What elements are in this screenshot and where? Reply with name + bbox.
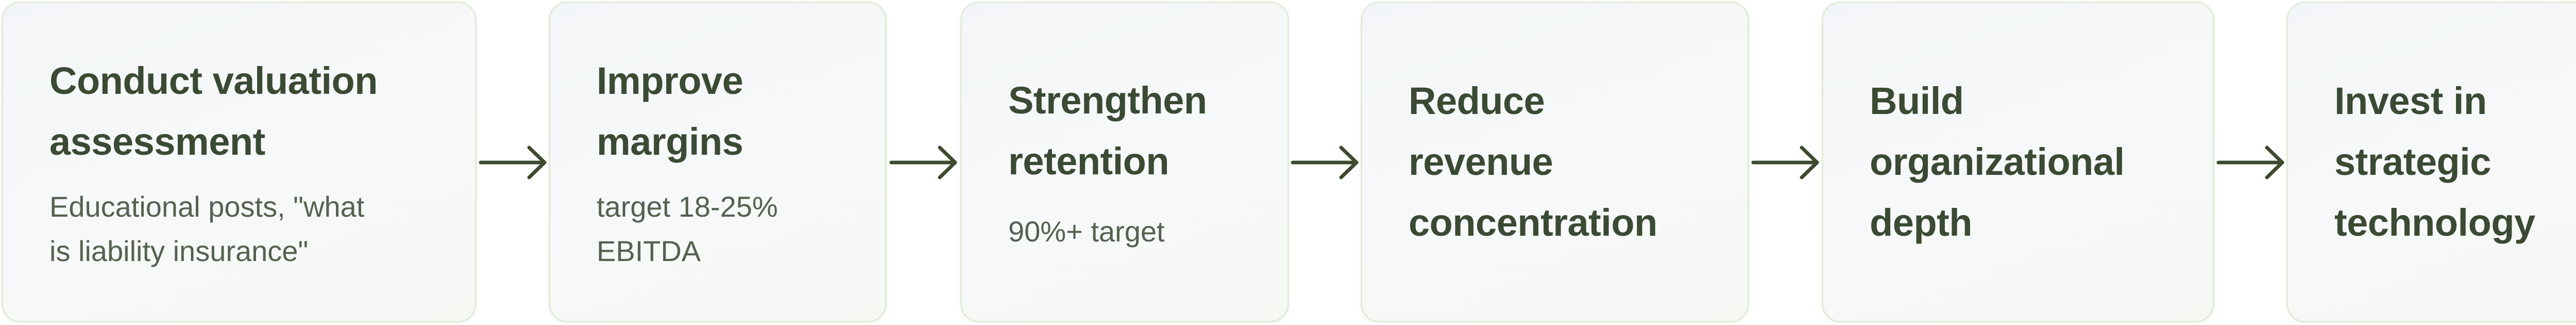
- step-card-strengthen-retention: Strengthen retention 90%+ target: [960, 2, 1289, 322]
- step-description: Educational posts, "what is liability in…: [49, 185, 429, 273]
- step-title-line: margins: [597, 120, 743, 163]
- arrow-right-icon: [1291, 144, 1361, 181]
- step-title: Conduct valuation assessment: [49, 51, 429, 172]
- step-description-line: is liability insurance": [49, 235, 309, 267]
- step-title: Reduce revenue concentration: [1409, 71, 1701, 253]
- step-description-line: 90%+ target: [1008, 215, 1165, 248]
- step-title-line: organizational: [1870, 140, 2125, 183]
- step-card-improve-margins: Improve margins target 18-25% EBITDA: [549, 2, 887, 322]
- step-title: Invest in strategic technology: [2334, 71, 2576, 253]
- step-title-line: Build: [1870, 79, 1964, 122]
- step-description-line: target 18-25%: [597, 190, 778, 223]
- step-title-line: retention: [1008, 140, 1170, 183]
- step-description: target 18-25% EBITDA: [597, 185, 839, 273]
- step-title-line: technology: [2334, 201, 2535, 244]
- arrow-right-icon: [1751, 144, 1821, 181]
- step-title: Improve margins: [597, 51, 839, 172]
- step-title: Strengthen retention: [1008, 70, 1241, 192]
- step-description-line: Educational posts, "what: [49, 190, 365, 223]
- arrow-right-icon: [479, 144, 549, 181]
- step-title-line: concentration: [1409, 201, 1657, 244]
- step-description-line: EBITDA: [597, 235, 701, 267]
- step-card-build-organizational-depth: Build organizational depth: [1822, 2, 2214, 322]
- step-title-line: depth: [1870, 201, 1972, 244]
- step-card-invest-strategic-technology: Invest in strategic technology: [2286, 2, 2576, 322]
- step-title-line: strategic: [2334, 140, 2491, 183]
- step-title-line: revenue: [1409, 140, 1553, 183]
- step-title-line: Conduct valuation: [49, 59, 378, 102]
- step-description: 90%+ target: [1008, 209, 1241, 254]
- arrow-right-icon: [889, 144, 959, 181]
- step-title-line: Invest in: [2334, 79, 2487, 122]
- step-title-line: assessment: [49, 120, 265, 163]
- step-title: Build organizational depth: [1870, 71, 2166, 253]
- arrow-right-icon: [2216, 144, 2286, 181]
- step-title-line: Reduce: [1409, 79, 1545, 122]
- step-title-line: Improve: [597, 59, 743, 102]
- step-card-valuation-assessment: Conduct valuation assessment Educational…: [2, 2, 477, 322]
- step-card-reduce-revenue-concentration: Reduce revenue concentration: [1361, 2, 1749, 322]
- step-title-line: Strengthen: [1008, 79, 1207, 122]
